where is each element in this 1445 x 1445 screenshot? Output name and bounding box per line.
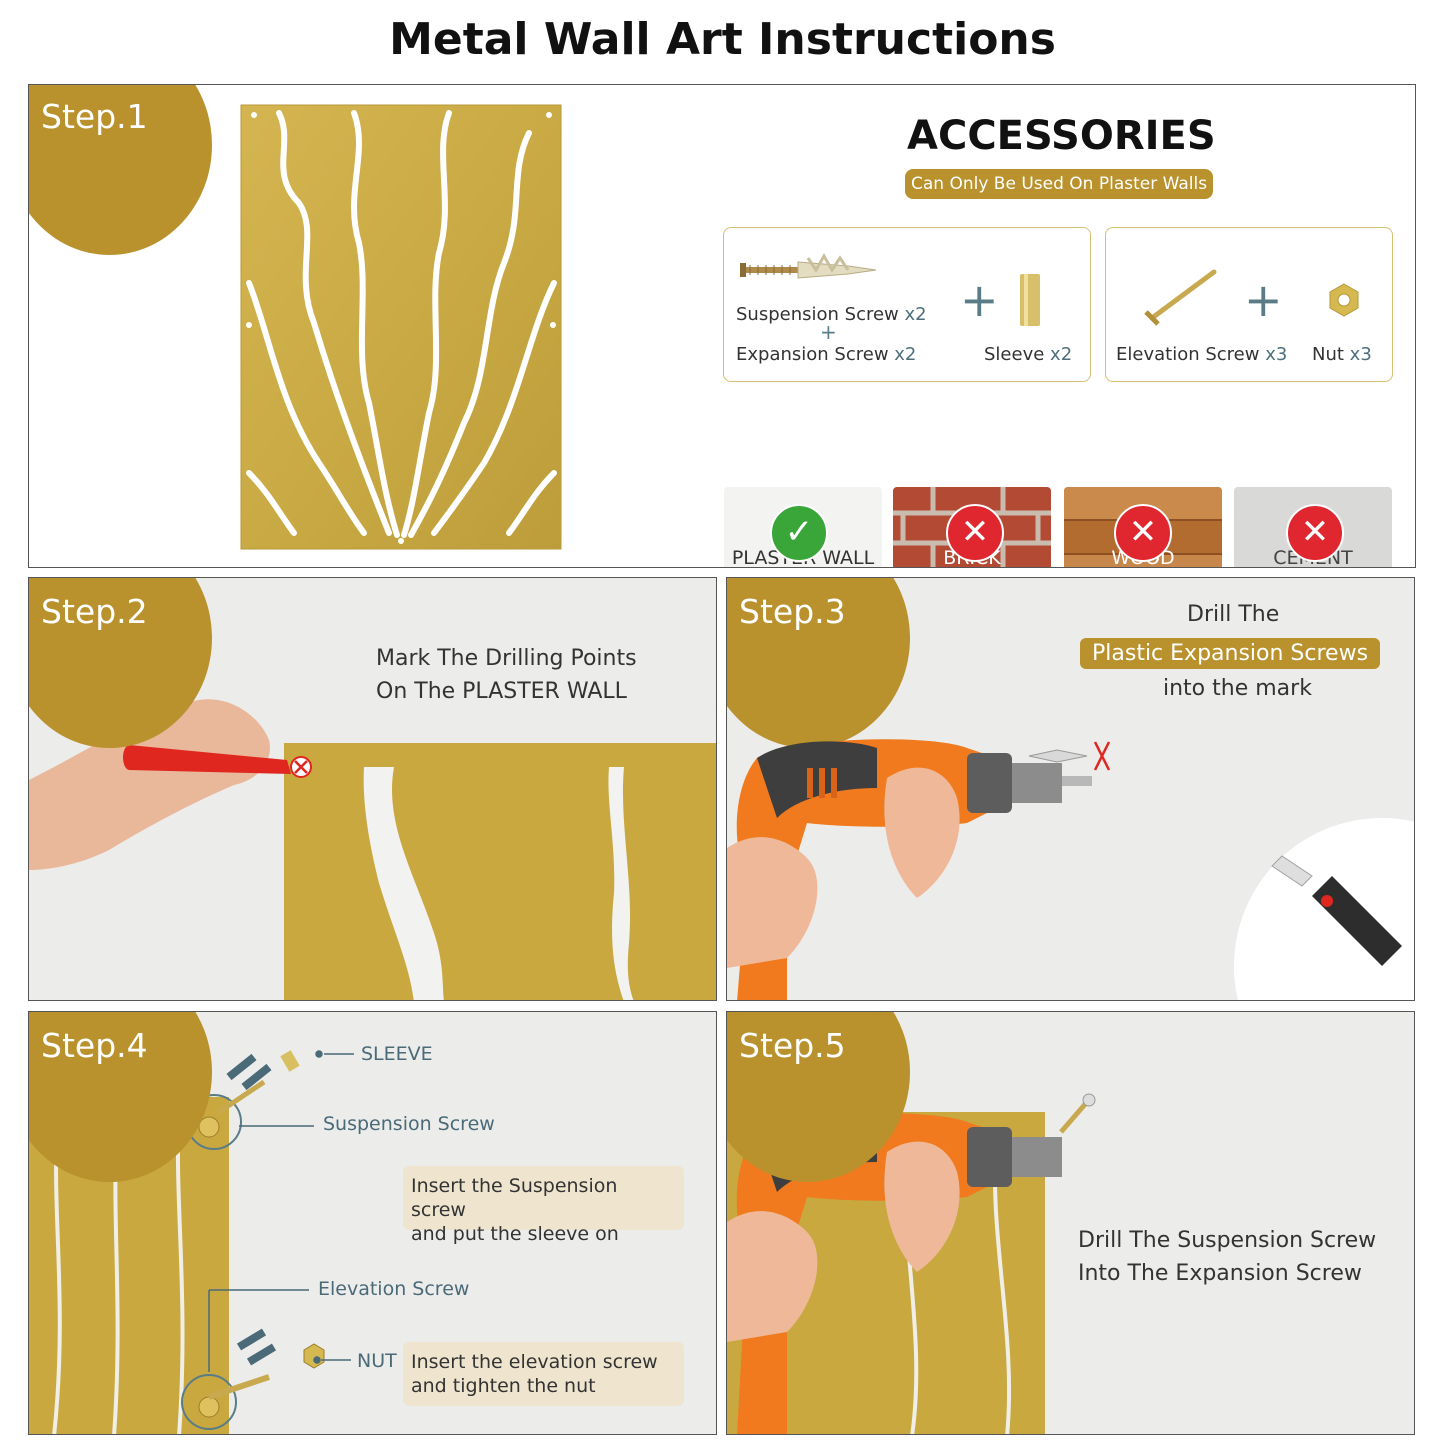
nut-label: NUT	[357, 1350, 397, 1372]
step-label: Step.1	[41, 97, 148, 136]
step5-line1: Drill The Suspension Screw	[1078, 1228, 1377, 1253]
step3-highlight: Plastic Expansion Screws	[1080, 638, 1381, 669]
step5-panel: Drill The Suspension Screw Into The Expa…	[726, 1011, 1415, 1435]
step-label: Step.2	[41, 592, 148, 631]
drill-image	[727, 739, 1092, 1000]
suspension-screw-qty: x2	[904, 304, 927, 325]
cross-icon: ✕	[946, 504, 1004, 562]
plus-icon: +	[960, 273, 999, 327]
step3-panel: Step.3 Drill The Plastic Expansion Screw…	[726, 577, 1415, 1001]
nut-qty: x3	[1349, 344, 1372, 365]
elevation-screw-label: Elevation Screw	[1116, 344, 1260, 365]
suspension-screw-image	[1059, 1093, 1096, 1134]
plus-icon: +	[1244, 273, 1283, 327]
sleeve-label: SLEEVE	[361, 1043, 433, 1065]
suspension-screw-label: Suspension Screw	[323, 1113, 495, 1135]
suspension-screw-icon	[740, 252, 877, 279]
sleeve-qty: x2	[1050, 344, 1073, 365]
plaster-only-note: Can Only Be Used On Plaster Walls	[905, 169, 1214, 199]
leader-lines	[208, 1050, 354, 1372]
step1-panel: Step.1 ACCESSORIES Can Only Be Used On P…	[28, 84, 1416, 568]
step-badge: Step.3	[727, 578, 910, 748]
expansion-screw-qty: x2	[894, 344, 917, 365]
elevation-screw-qty: x3	[1265, 344, 1288, 365]
step2-line2: On The PLASTER WALL	[376, 679, 627, 704]
step5-line2: Into The Expansion Screw	[1078, 1261, 1362, 1286]
step-label: Step.3	[739, 592, 846, 631]
accessory-kit-suspension: Suspension Screw x2 + Expansion Screw x2…	[723, 227, 1091, 382]
accessory-kit-elevation: + Elevation Screw x3 Nut x3	[1105, 227, 1393, 382]
sleeve-label: Sleeve	[984, 344, 1045, 365]
plus-icon-small: +	[820, 320, 837, 344]
cross-icon: ✕	[1286, 504, 1344, 562]
callout-elevation: Insert the elevation screw and tighten t…	[403, 1342, 684, 1406]
step-badge: Step.1	[29, 85, 212, 255]
callout-suspension: Insert the Suspension screw and put the …	[403, 1166, 684, 1245]
callout1-line2: and put the sleeve on	[411, 1223, 619, 1245]
nut-icon	[1329, 283, 1359, 317]
check-icon: ✓	[770, 504, 828, 562]
suspension-screw-label: Suspension Screw	[736, 304, 899, 325]
callout1-line1: Insert the Suspension screw	[411, 1175, 618, 1221]
step2-line1: Mark The Drilling Points	[376, 646, 637, 671]
expansion-screw-at-mark-image	[1028, 741, 1111, 771]
elevation-screw-icon	[1144, 269, 1217, 326]
screwdriver-closeup-image	[1234, 818, 1414, 1000]
step4-panel: SLEEVE Suspension Screw Insert the Suspe…	[28, 1011, 717, 1435]
step3-line3: into the mark	[1163, 676, 1312, 701]
cross-icon: ✕	[1114, 504, 1172, 562]
metal-wall-art-image	[240, 104, 562, 550]
callout2-line2: and tighten the nut	[411, 1375, 596, 1397]
nut-label: Nut	[1312, 344, 1344, 365]
callout2-line1: Insert the elevation screw	[411, 1351, 658, 1373]
metal-panel-closeup-image	[284, 743, 716, 1000]
expansion-screw-label: Expansion Screw	[736, 344, 889, 365]
step3-line1: Drill The	[1187, 602, 1280, 627]
elevation-screw-label: Elevation Screw	[318, 1278, 470, 1300]
assembly-diagram	[181, 1050, 325, 1430]
step-label: Step.5	[739, 1026, 846, 1065]
hand-marking-image	[29, 699, 312, 870]
accessories-title: ACCESSORIES	[907, 113, 1216, 159]
sleeve-icon	[1020, 274, 1040, 326]
step2-panel: Mark The Drilling Points On The PLASTER …	[28, 577, 717, 1001]
page-title: Metal Wall Art Instructions	[389, 14, 1056, 65]
step-label: Step.4	[41, 1026, 148, 1065]
